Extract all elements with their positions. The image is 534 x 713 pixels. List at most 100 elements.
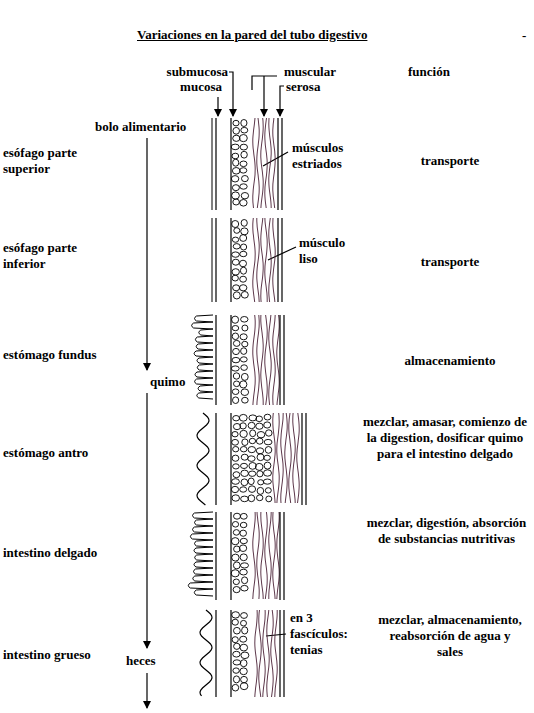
- submucosa-cell: [233, 464, 240, 469]
- submucosa-cell: [241, 348, 247, 355]
- submucosa-cell: [240, 168, 247, 173]
- submucosa-cell: [233, 120, 239, 126]
- muscle-fiber: [263, 610, 265, 697]
- layer-name: submucosa: [148, 64, 228, 80]
- muscle-fiber: [257, 512, 259, 599]
- submucosa-cell: [250, 430, 256, 437]
- section-name: esófago parte inferior: [3, 240, 103, 272]
- submucosa-cell: [232, 432, 238, 437]
- submucosa-cell: [240, 184, 247, 189]
- submucosa-cell: [264, 470, 272, 476]
- submucosa-cell: [233, 348, 240, 354]
- serosa-line: [277, 118, 278, 210]
- submucosa-cell: [242, 627, 248, 634]
- submucosa-cell: [240, 260, 247, 267]
- submucosa-cell: [232, 153, 239, 159]
- submucosa-cell: [233, 472, 240, 478]
- submucosa-cell: [241, 389, 249, 396]
- submucosa-cell: [232, 357, 240, 362]
- submucosa-cell: [240, 545, 247, 552]
- submucosa-cell: [240, 430, 247, 437]
- submucosa-cell: [234, 228, 240, 234]
- submucosa-cell: [232, 269, 239, 275]
- function-text: almacenamiento: [375, 353, 525, 369]
- submucosa-cell: [240, 636, 247, 642]
- submucosa-cell: [232, 192, 240, 199]
- submucosa-line: [230, 218, 231, 302]
- serosa-line: [301, 413, 302, 505]
- pointer-line: [280, 86, 284, 116]
- muscle-fiber: [273, 118, 275, 208]
- muscle-fiber: [253, 218, 255, 302]
- mucosa-surface: [212, 118, 213, 210]
- submucosa-cell: [241, 620, 247, 626]
- submucosa-cell: [248, 447, 256, 453]
- muscle-label: músculos estriados: [292, 140, 372, 172]
- muscle-fiber: [257, 218, 259, 302]
- muscle-fiber: [273, 512, 275, 599]
- submucosa-cell: [240, 334, 247, 340]
- muscle-fiber: [253, 118, 255, 208]
- submucosa-cell: [265, 488, 271, 493]
- submucosa-cell: [232, 259, 239, 265]
- muscle-fiber: [277, 512, 279, 599]
- submucosa-cell: [255, 463, 263, 470]
- muscle-fiber: [257, 118, 259, 208]
- flow-arrow: [146, 393, 147, 648]
- muscle-fiber: [265, 218, 267, 302]
- submucosa-cell: [240, 447, 247, 452]
- submucosa-cell: [233, 127, 240, 134]
- submucosa-cell: [242, 397, 249, 403]
- submucosa-cell: [232, 637, 238, 643]
- submucosa-cell: [257, 432, 265, 438]
- muscle-fiber: [267, 610, 269, 697]
- mucosa-surface: [212, 218, 213, 302]
- submucosa-cell: [232, 479, 240, 485]
- submucosa-cell: [234, 513, 241, 519]
- submucosa-cell: [257, 495, 263, 501]
- submucosa-cell: [240, 251, 247, 256]
- section-name: intestino delgado: [3, 545, 143, 561]
- submucosa-cell: [232, 455, 239, 461]
- serosa-line: [277, 218, 278, 302]
- submucosa-cell: [264, 455, 271, 460]
- muscle-fiber: [277, 315, 279, 405]
- submucosa-cell: [264, 422, 271, 428]
- submucosa-cell: [234, 627, 241, 634]
- submucosa-cell: [266, 496, 272, 502]
- submucosa-cell: [239, 414, 247, 421]
- layer-name: muscular: [284, 64, 364, 80]
- submucosa-cell: [232, 185, 239, 191]
- submucosa-cell: [233, 373, 239, 379]
- submucosa-cell: [241, 127, 248, 133]
- muscle-fiber: [261, 118, 263, 208]
- submucosa-cell: [241, 479, 248, 486]
- muscle-label: en 3 fascículos: tenias: [290, 610, 370, 658]
- content-label: bolo alimentario: [95, 119, 210, 135]
- mark: -: [522, 28, 532, 44]
- serosa-line: [283, 512, 284, 600]
- submucosa-cell: [233, 447, 239, 452]
- submucosa-cell: [240, 423, 246, 429]
- submucosa-cell: [240, 235, 247, 242]
- submucosa-cell: [249, 471, 256, 476]
- submucosa-cell: [241, 652, 249, 659]
- serosa-line: [283, 610, 284, 697]
- pointer-line: [263, 76, 264, 116]
- submucosa-cell: [234, 381, 240, 387]
- submucosa-cell: [241, 193, 248, 199]
- diagram-title: Variaciones en la pared del tubo digesti…: [137, 27, 367, 43]
- submucosa-line: [230, 315, 231, 405]
- submucosa-cell: [241, 676, 248, 682]
- submucosa-cell: [240, 538, 247, 543]
- submucosa-cell: [233, 660, 241, 665]
- pointer-line: [229, 72, 233, 116]
- submucosa-cell: [264, 439, 272, 444]
- column-heading: función: [408, 64, 478, 80]
- submucosa-cell: [234, 546, 240, 552]
- content-label: heces: [126, 653, 176, 669]
- submucosa-cell: [231, 176, 238, 182]
- submucosa-cell: [257, 471, 263, 477]
- submucosa-cell: [249, 438, 255, 443]
- submucosa-cell: [242, 439, 248, 446]
